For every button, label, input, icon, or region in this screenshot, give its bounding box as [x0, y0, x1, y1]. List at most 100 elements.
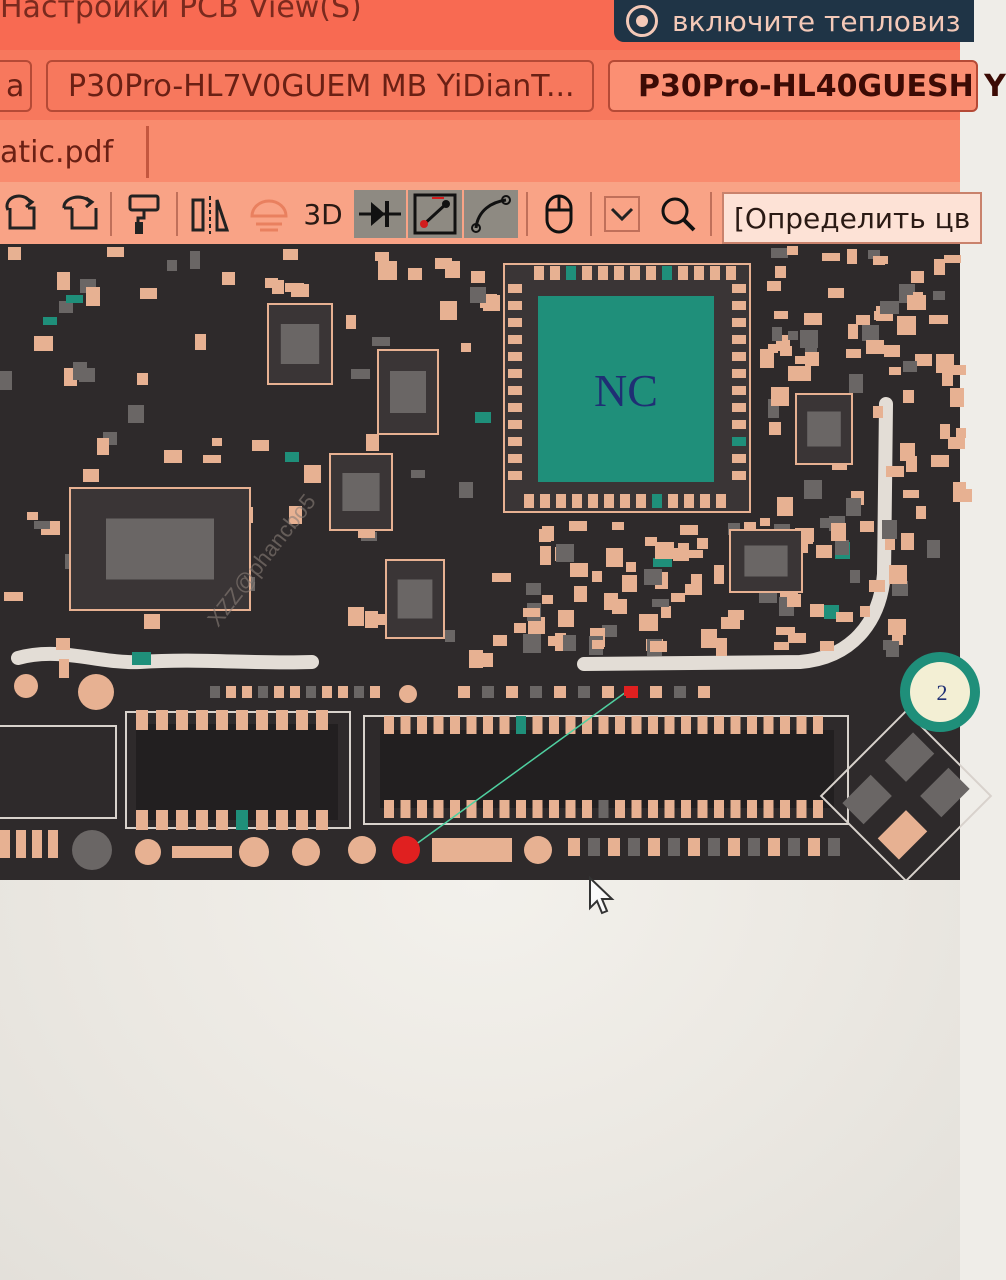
round-pad — [239, 837, 269, 867]
pcb-pad — [885, 539, 895, 550]
diode-icon[interactable] — [354, 190, 406, 238]
connector-pin — [276, 710, 288, 730]
pcb-pad — [906, 456, 917, 472]
connector-pin — [316, 710, 328, 730]
dropdown-icon[interactable] — [600, 190, 644, 238]
tab-label: a — [6, 68, 25, 104]
pcb-pad — [768, 838, 780, 856]
pcb-pad — [366, 434, 379, 451]
pcb-pad — [59, 301, 73, 313]
chip-pad — [646, 266, 656, 280]
pcb-pad — [775, 266, 786, 278]
pcb-pad — [569, 521, 587, 531]
connector-pin — [582, 716, 592, 734]
pcb-drawing[interactable]: NC 2 XZZ@phancbo5 — [0, 244, 993, 883]
pcb-pad — [652, 599, 669, 607]
pcb-pad — [828, 288, 844, 298]
pcb-pad — [688, 838, 700, 856]
pcb-pad — [708, 838, 720, 856]
chip-pad — [732, 386, 746, 395]
ic-center-pad — [342, 473, 380, 511]
chip-pad — [524, 494, 534, 508]
paint-roller-icon[interactable] — [122, 190, 166, 238]
pcb-pad — [526, 583, 541, 595]
chip-pad — [716, 494, 726, 508]
tab-hl40guesh[interactable]: P30Pro-HL40GUESH Y — [608, 60, 1006, 112]
pcb-pad — [16, 830, 26, 858]
3d-toggle[interactable]: 3D — [298, 190, 348, 238]
heat-icon[interactable] — [244, 190, 294, 238]
color-select-combo[interactable]: [Определить цв — [722, 192, 982, 244]
pcb-pad — [8, 247, 21, 260]
pcb-pad — [701, 629, 717, 648]
pcb-pad — [0, 830, 10, 858]
pcb-pad — [944, 255, 961, 263]
chip-pad — [508, 318, 522, 327]
tab-partial[interactable]: a — [0, 60, 32, 112]
pcb-pad — [195, 334, 206, 350]
pcb-pad — [132, 652, 151, 665]
connector-pin — [400, 800, 411, 818]
ic-center-pad — [744, 545, 788, 577]
connector-pin — [598, 800, 609, 818]
tab-schematic-pdf[interactable]: atic.pdf — [0, 126, 149, 178]
rotate-left-icon[interactable] — [0, 190, 44, 238]
mouse-icon[interactable] — [538, 190, 580, 238]
connector-pin — [499, 716, 510, 734]
connector-pin — [433, 800, 444, 818]
pcb-pad — [808, 838, 820, 856]
pcb-pad — [691, 574, 702, 592]
pcb-pad — [86, 287, 100, 306]
pcb-pad — [210, 686, 220, 698]
chip-pad — [732, 335, 746, 344]
pcb-pad — [645, 537, 657, 546]
ic-center-pad — [280, 324, 320, 364]
pcb-pad — [748, 838, 760, 856]
chip-pad — [508, 335, 522, 344]
pcb-pad — [306, 686, 316, 698]
pcb-pad — [563, 635, 576, 651]
tab-label: P30Pro-HL40GUESH Y — [638, 68, 1006, 104]
test-point-label: 2 — [937, 680, 948, 705]
pcb-pad — [212, 438, 222, 446]
pcb-canvas[interactable]: NC 2 XZZ@phancbo5 — [0, 244, 993, 883]
pcb-pad — [43, 317, 57, 325]
round-pad — [135, 839, 161, 865]
chip-pad — [732, 352, 746, 361]
test-point-2[interactable]: 2 — [900, 652, 980, 732]
pcb-pad — [915, 354, 932, 366]
connector-pin — [714, 716, 724, 734]
pcb-pad — [916, 506, 926, 519]
connector-pin — [648, 716, 658, 734]
chip-nc[interactable]: NC — [503, 263, 751, 513]
menu-settings-label[interactable]: Настройки PCB View(S) — [0, 0, 362, 25]
thermal-hint-badge[interactable]: включите тепловиз — [614, 0, 974, 42]
ic-center-pad — [397, 579, 433, 619]
pcb-pad — [856, 315, 870, 325]
pcb-pad — [820, 641, 834, 651]
tab-hl7v0guem[interactable]: P30Pro-HL7V0GUEM MB YiDianT... — [46, 60, 594, 112]
net-highlight-icon[interactable] — [408, 190, 462, 238]
connector-pin — [598, 716, 609, 734]
connector-pin — [236, 810, 248, 830]
selected-pad[interactable] — [392, 836, 420, 864]
connector-pin — [216, 810, 228, 830]
pcb-pad — [492, 573, 511, 582]
document-tabs: a P30Pro-HL7V0GUEM MB YiDianT... P30Pro-… — [0, 50, 1006, 120]
pcb-pad — [628, 838, 640, 856]
chip-pad — [732, 471, 746, 480]
connector-pin — [156, 710, 168, 730]
chip-pad — [582, 266, 592, 280]
pcb-pad — [903, 390, 914, 403]
mirror-icon[interactable] — [186, 190, 234, 238]
round-pad — [72, 830, 112, 870]
rotate-right-icon[interactable] — [54, 190, 102, 238]
pcb-pad — [820, 518, 836, 528]
connector-pin — [730, 716, 741, 734]
pcb-pad — [558, 610, 574, 627]
pcb-pad — [542, 526, 554, 541]
route-curve-icon[interactable] — [464, 190, 518, 238]
pcb-pad — [190, 251, 200, 269]
connector-pin — [796, 716, 807, 734]
search-icon[interactable] — [656, 190, 700, 238]
